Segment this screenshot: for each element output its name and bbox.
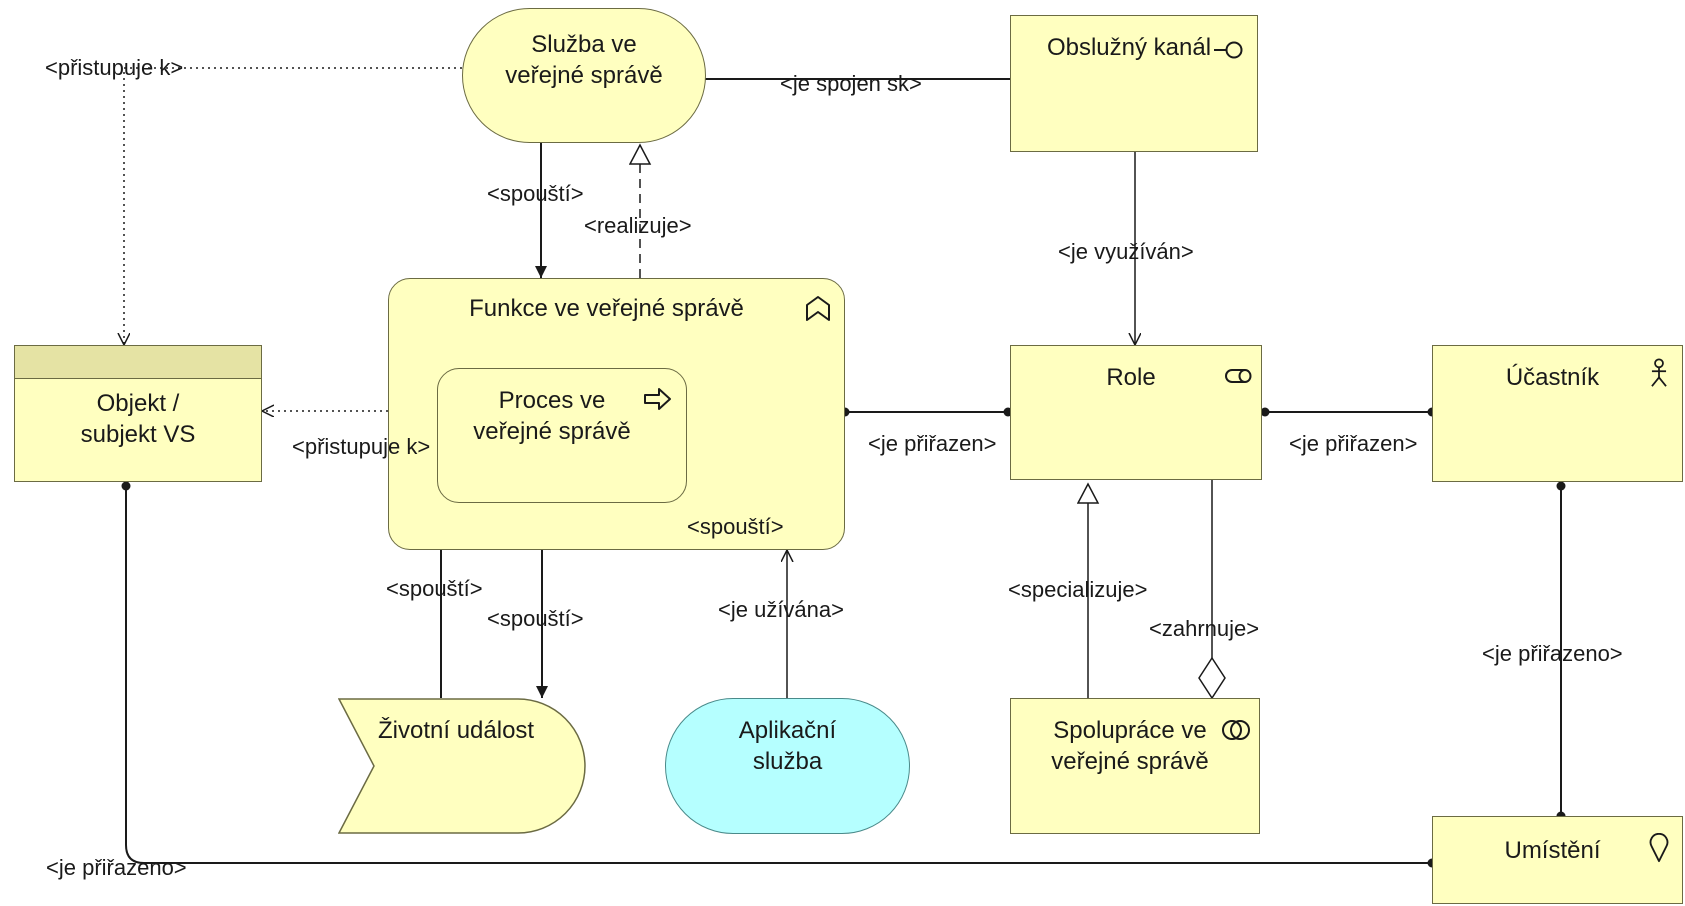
node-udalost-label: Životní událost [378, 717, 535, 744]
rel-label-je-uzivana: <je užívána> [718, 597, 844, 622]
rel-label-pristupuje-mid: <přistupuje k> [292, 434, 431, 459]
rel-label-realizuje: <realizuje> [584, 213, 692, 238]
node-umisteni[interactable]: Umístění [1432, 816, 1683, 904]
rel-label-je-prirazeno-ucastnik: <je přiřazeno> [1482, 641, 1623, 666]
rel-label-spousti-udalost-up: <spouští> [386, 576, 483, 601]
node-ucastnik[interactable]: Účastník [1432, 345, 1683, 482]
process-arrow-icon [644, 388, 671, 410]
collaboration-icon [1222, 720, 1250, 740]
node-objekt[interactable]: Objekt / subjekt VS [14, 345, 262, 482]
rel-label-je-prirazeno-umisteni: <je přiřazeno> [46, 855, 187, 880]
node-role[interactable]: Role [1010, 345, 1262, 480]
node-sluzba-label: Služba ve veřejné správě [505, 31, 663, 89]
rel-label-spousti-self: <spouští> [687, 514, 784, 539]
node-aplikacni-label: Aplikační služba [738, 717, 837, 775]
node-umisteni-label: Umístění [1504, 837, 1601, 864]
node-ucastnik-label: Účastník [1505, 364, 1600, 391]
rel-label-pristupuje-top: <přistupuje k> [45, 55, 184, 80]
node-spoluprace[interactable]: Spolupráce ve veřejné správě [1010, 698, 1260, 834]
aggregation-diamond [1198, 656, 1226, 700]
rel-label-specializuje: <specializuje> [1008, 577, 1148, 602]
role-icon [1225, 369, 1252, 383]
rel-label-je-prirazen-ucastnik: <je přiřazen> [1289, 431, 1418, 456]
node-proces-label: Proces ve veřejné správě [473, 387, 631, 445]
rel-label-je-spojen: <je spojen sk> [780, 71, 922, 96]
function-icon [806, 296, 830, 321]
node-proces[interactable]: Proces ve veřejné správě [437, 368, 687, 503]
node-objekt-label: Objekt / subjekt VS [80, 390, 196, 448]
object-header-band [15, 346, 261, 379]
actor-icon [1651, 358, 1667, 387]
node-aplikacni[interactable]: Aplikační služba [665, 698, 910, 834]
node-sluzba[interactable]: Služba ve veřejné správě [462, 8, 706, 143]
node-kanal-label: Obslužný kanál [1046, 34, 1212, 61]
node-kanal[interactable]: Obslužný kanál [1010, 15, 1258, 152]
rel-label-spousti-udalost-down: <spouští> [487, 606, 584, 631]
rel-label-je-prirazen-role: <je přiřazen> [868, 431, 997, 456]
rel-label-je-vyuzivan: <je využíván> [1058, 239, 1194, 264]
rel-label-spousti-sluzba: <spouští> [487, 181, 584, 206]
rel-label-zahrnuje: <zahrnuje> [1149, 616, 1260, 641]
location-pin-icon [1649, 833, 1669, 863]
node-funkce-label: Funkce ve veřejné správě [469, 295, 744, 322]
node-role-label: Role [1106, 364, 1156, 391]
interface-icon [1214, 41, 1243, 59]
